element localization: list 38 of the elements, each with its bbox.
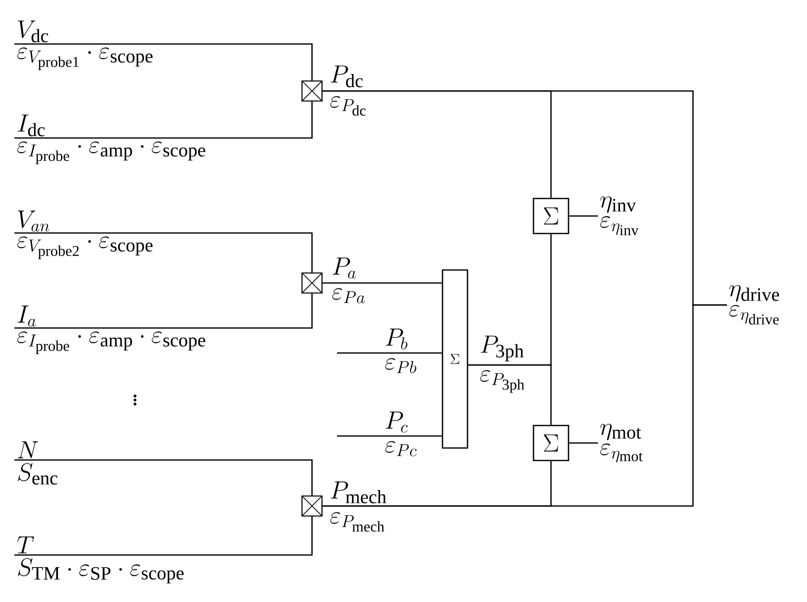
signal-label: $T$ $S_{\mathrm{TM}}\cdot\varepsilon_{\mathrm{SP}}\cdot\varepsilon_{\mathrm{scope}}$ [17,536,184,584]
signal-line [14,516,313,556]
output-label: $\eta_{\mathrm{mot}}$ $\varepsilon_{\eta_{\mathrm{mot}}}$ [600,424,643,462]
signal-label: $I_{a}$ $\varepsilon_{I_{\mathrm{probe}}}\cdot\varepsilon_{\mathrm{amp}}\cdot\varepsilon_{\mathrm{scope}}$ [17,306,206,354]
signal-line [14,43,313,80]
signal-line [468,364,552,425]
signal-line [14,294,313,329]
signal-label: $N$ $S_{\mathrm{enc}}$ [18,441,58,485]
multiplier-box [301,495,323,517]
signal-line [14,232,313,272]
signal-line [569,442,598,444]
summing-box: $\Sigma$ [532,198,570,234]
error-label: $\varepsilon_{Pb}$ [385,358,416,374]
multiplier-box [301,80,323,102]
output-label: $\eta_{\mathrm{drive}}$ $\varepsilon_{\eta_{\mathrm{drive}}}$ [729,285,780,325]
edge-label: $P_{a}$ [332,258,356,279]
signal-line [322,304,727,507]
signal-label: $V_{\mathrm{dc}}$ $\varepsilon_{V_{\mathrm{probe1}}}\cdot\varepsilon_{\mathrm{scope}}$ [17,20,153,70]
signal-label: $I_{\mathrm{dc}}$ $\varepsilon_{I_{\mathrm{probe}}}\cdot\varepsilon_{\mathrm{amp}}\cdot\varepsilon_{\mathrm{scope}}$ [17,114,206,164]
signal-line [14,459,313,496]
edge-label: $P_{b}$ [386,328,408,350]
summing-bar: $\Sigma$ [442,269,468,449]
error-label: $\varepsilon_{Pc}$ [385,441,417,456]
edge-label: $P_{\mathrm{mech}}$ [330,482,386,504]
error-label: $\varepsilon_{P_{\mathrm{3ph}}}$ [480,370,524,393]
ellipsis-dots: $\vdots$ [134,394,136,406]
signal-line [14,102,313,139]
edge-label: $P_{c}$ [386,412,408,433]
signal-line [322,282,442,284]
signal-label: $V_{an}$ $\varepsilon_{V_{\mathrm{probe2}}}\cdot\varepsilon_{\mathrm{scope}}$ [17,210,153,260]
edge-label: $P_{\mathrm{3ph}}$ [480,336,524,362]
signal-line [569,215,598,217]
summing-box: $\Sigma$ [532,424,570,462]
output-label: $\eta_{\mathrm{inv}}$ $\varepsilon_{\eta_{\mathrm{inv}}}$ [600,196,639,236]
signal-line [337,352,442,354]
signal-line [337,435,442,437]
multiplier-box [301,272,323,294]
edge-label: $P_{\mathrm{dc}}$ [330,66,363,88]
